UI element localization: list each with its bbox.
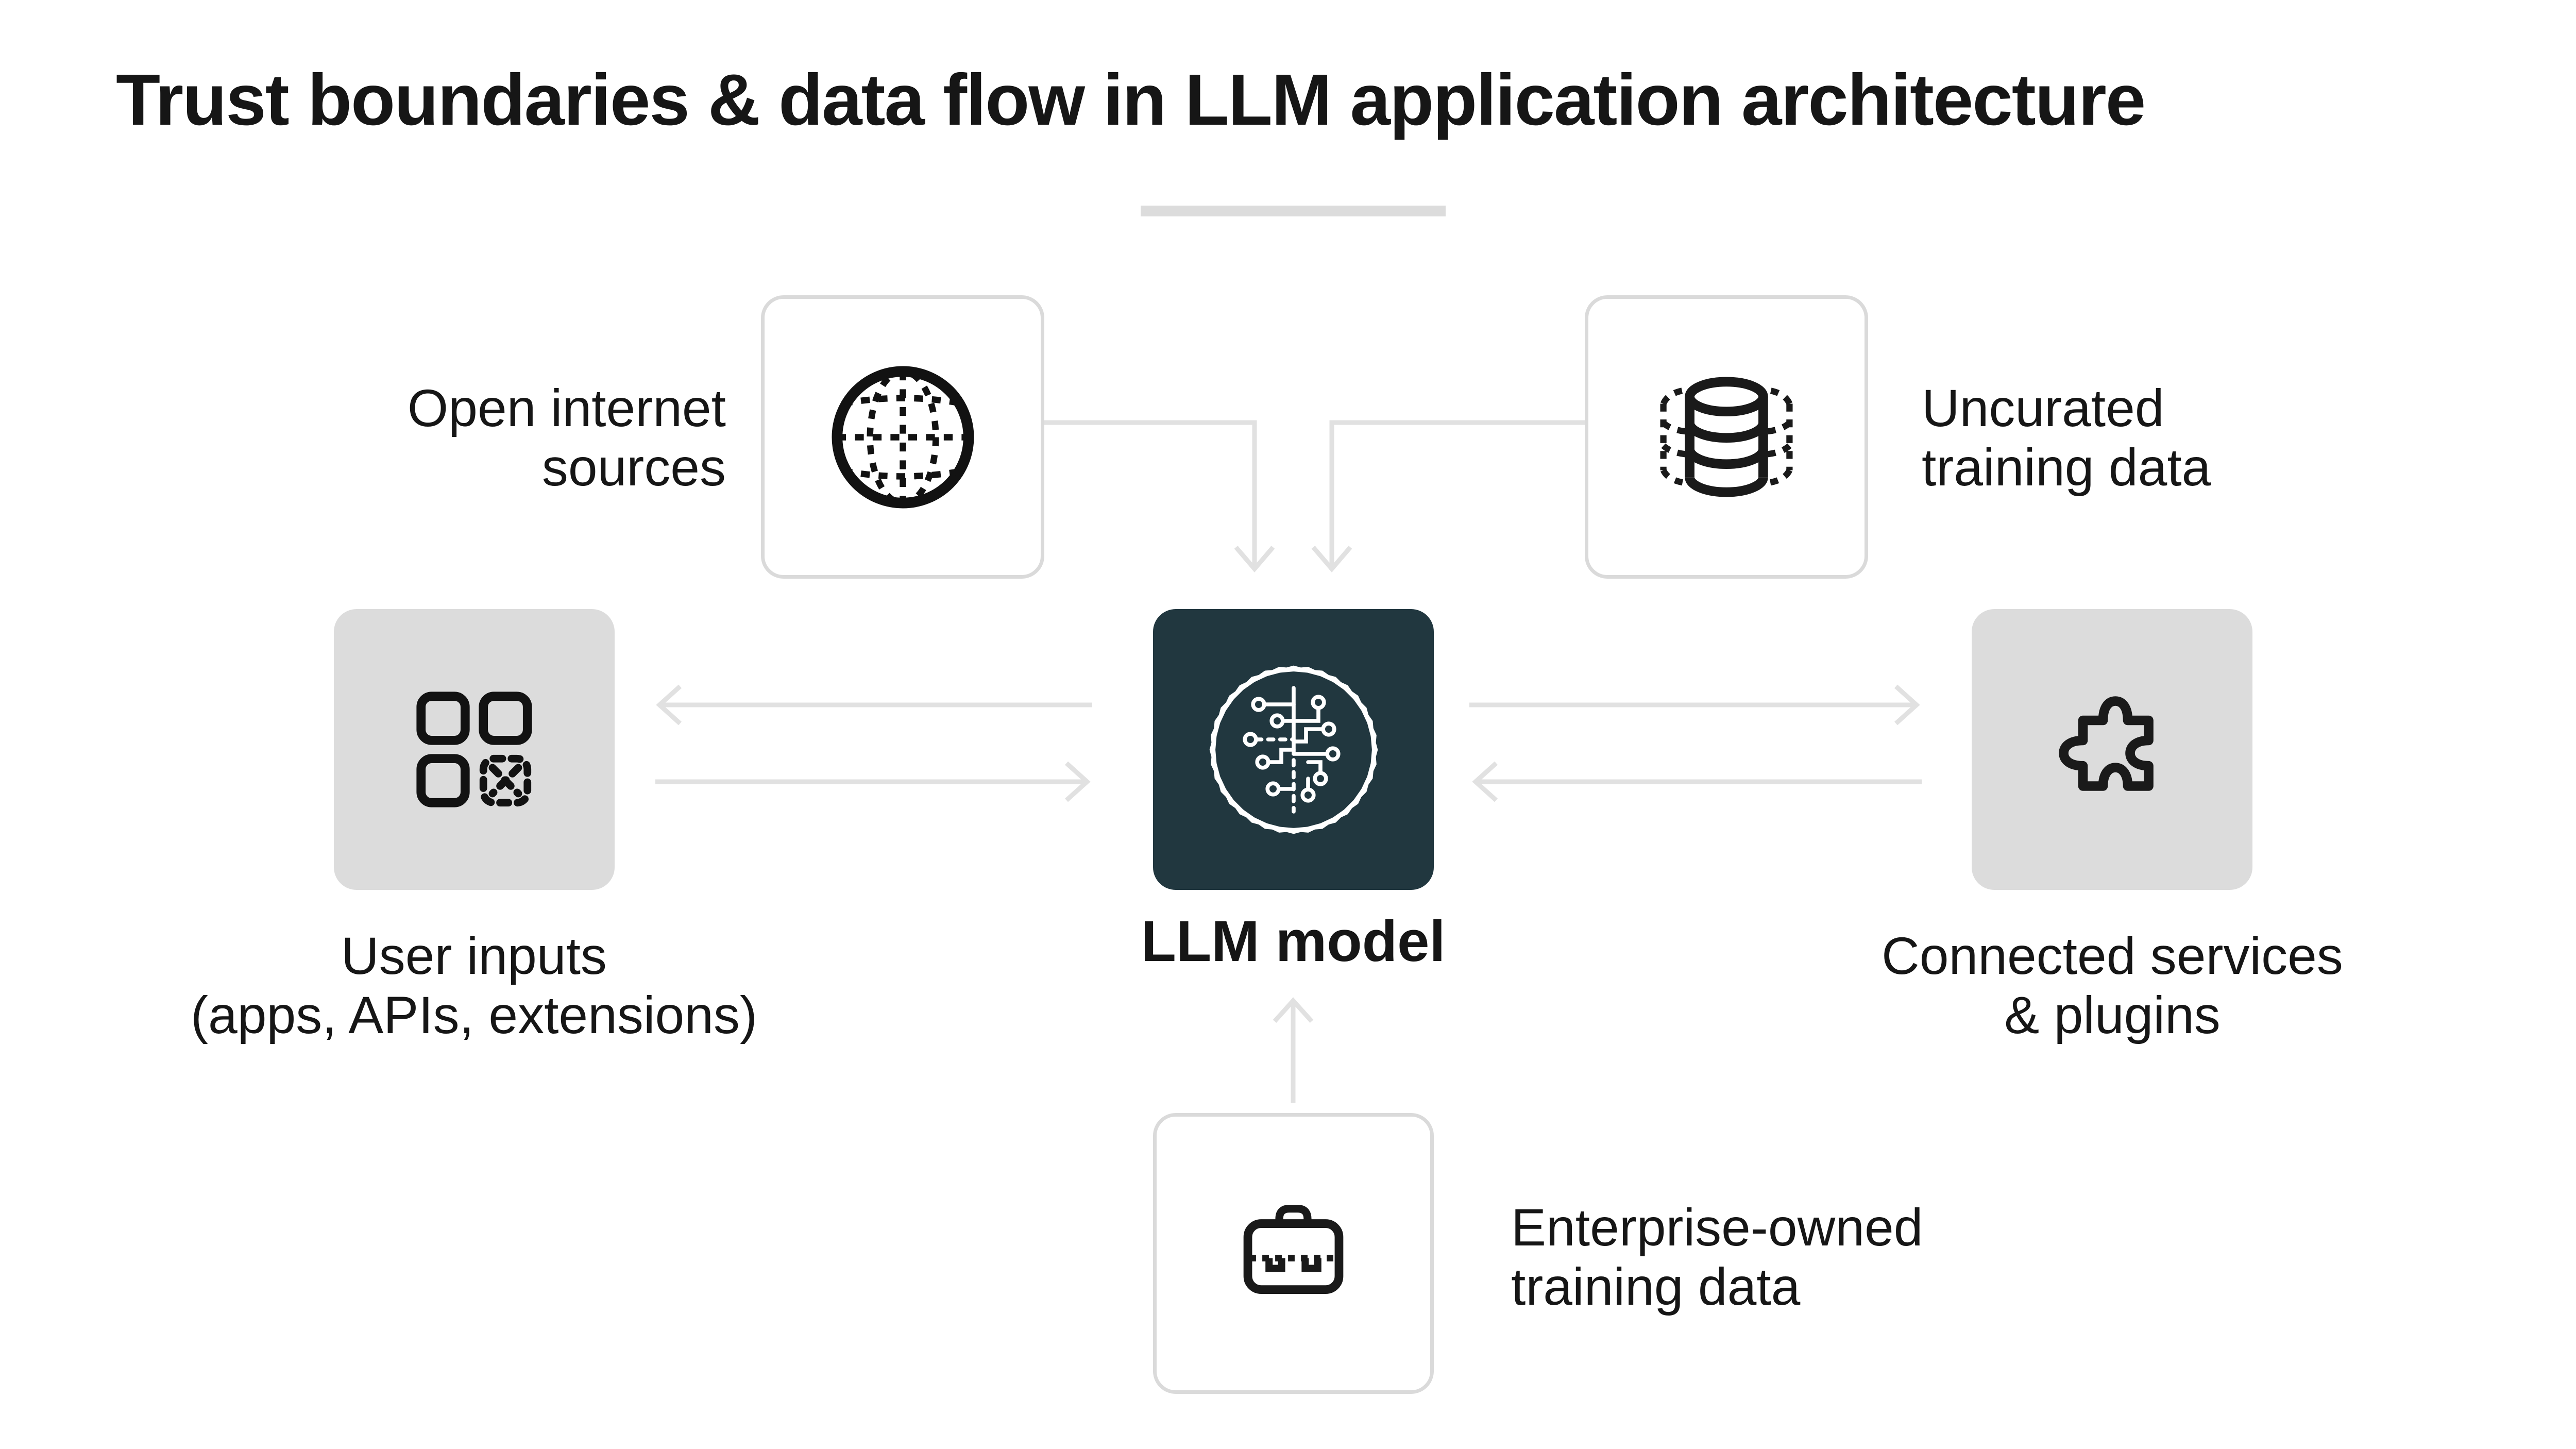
- database-icon: [1660, 377, 1793, 497]
- node-open-internet-label: Open internet sources: [407, 379, 726, 497]
- title-divider: [1141, 206, 1446, 216]
- node-llm-box: [1153, 609, 1434, 890]
- node-enterprise-label: Enterprise-owned training data: [1511, 1198, 1923, 1317]
- globe-icon: [832, 366, 974, 508]
- node-uncurated-label: Uncurated training data: [1922, 379, 2211, 497]
- connector-llm-to-user-inputs: [656, 684, 1092, 726]
- app-grid-icon: [416, 692, 532, 807]
- node-enterprise-box: [1153, 1113, 1434, 1394]
- node-services-box: [1972, 609, 2252, 890]
- briefcase-icon: [1243, 1204, 1344, 1294]
- page-title: Trust boundaries & data flow in LLM appl…: [116, 59, 2146, 140]
- node-user-inputs-box: [334, 609, 615, 890]
- circuit-brain-icon: [1209, 665, 1378, 834]
- node-open-internet-box: [761, 295, 1044, 579]
- connector-enterprise-to-llm: [1273, 997, 1314, 1103]
- node-user-inputs-label: User inputs (apps, APIs, extensions): [191, 926, 757, 1045]
- connector-open-internet-to-llm: [1044, 420, 1275, 572]
- connector-llm-to-services: [1469, 684, 1920, 726]
- connector-uncurated-to-llm: [1311, 420, 1585, 572]
- connector-services-to-llm: [1472, 761, 1922, 802]
- connector-user-inputs-to-llm: [655, 761, 1091, 802]
- node-uncurated-box: [1585, 295, 1868, 579]
- puzzle-icon: [2058, 696, 2154, 791]
- node-llm-label: LLM model: [1141, 909, 1446, 973]
- node-services-label: Connected services & plugins: [1882, 926, 2343, 1045]
